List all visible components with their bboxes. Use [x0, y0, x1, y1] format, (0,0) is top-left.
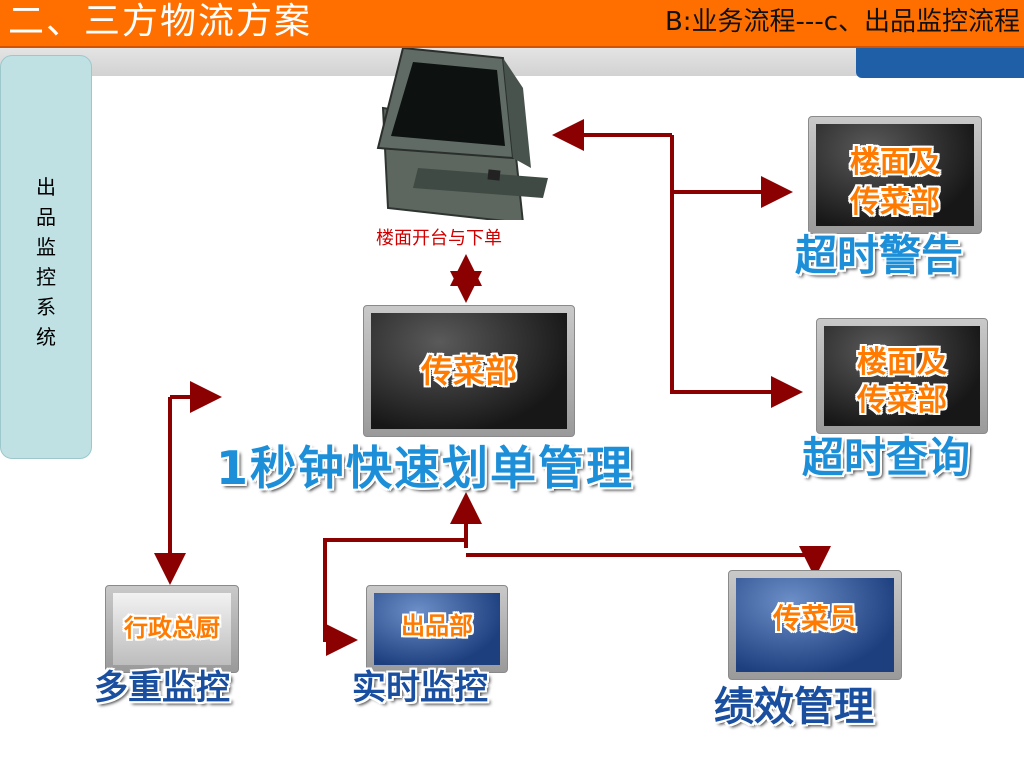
query-screen-label-1: 楼面及	[857, 345, 947, 380]
header-strip	[0, 48, 1024, 76]
runner-laptop: 传菜员	[728, 570, 902, 680]
pos-terminal-icon	[373, 46, 553, 225]
warning-screen-label-1: 楼面及	[850, 145, 940, 180]
slide-title: 二、三方物流方案	[8, 1, 313, 42]
warning-laptop: 楼面及 传菜部	[808, 116, 982, 234]
runner-screen-label: 传菜员	[772, 602, 857, 635]
chef-screen	[113, 593, 231, 665]
kitchen-screen	[374, 593, 500, 665]
center-screen-label: 传菜部	[420, 352, 517, 390]
center-screen	[371, 313, 567, 429]
sidebar-label: 出品监控系统	[36, 175, 56, 349]
kitchen-caption: 实时监控	[352, 668, 488, 708]
chef-caption: 多重监控	[94, 668, 230, 708]
header-bar: 二、三方物流方案 B:业务流程---c、出品监控流程	[0, 0, 1024, 48]
query-caption: 超时查询	[802, 433, 971, 482]
query-laptop: 楼面及 传菜部	[816, 318, 988, 434]
chef-screen-label: 行政总厨	[124, 614, 220, 642]
warning-screen-label-2: 传菜部	[850, 185, 940, 220]
chef-laptop: 行政总厨	[105, 585, 239, 673]
kitchen-screen-label: 出品部	[401, 612, 473, 640]
query-screen-label-2: 传菜部	[857, 383, 947, 418]
logo-icon	[856, 48, 1024, 78]
kitchen-laptop: 出品部	[366, 585, 508, 673]
warning-caption: 超时警告	[795, 231, 964, 280]
runner-caption: 绩效管理	[714, 684, 874, 730]
runner-screen	[736, 578, 894, 672]
terminal-caption: 楼面开台与下单	[376, 228, 502, 249]
warning-screen	[816, 124, 974, 226]
center-laptop: 传菜部	[363, 305, 575, 437]
query-screen	[824, 326, 980, 426]
sidebar-panel: 出品监控系统	[0, 55, 92, 459]
center-caption: 1秒钟快速划单管理	[216, 441, 635, 495]
slide-subtitle: B:业务流程---c、出品监控流程	[664, 7, 1020, 37]
